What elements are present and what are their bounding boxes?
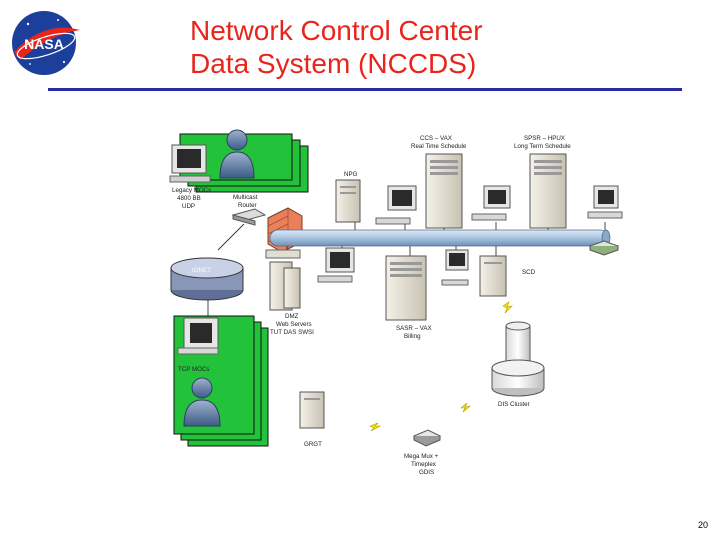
bus-router: [588, 240, 620, 256]
slide-title: Network Control Center Data System (NCCD…: [190, 14, 550, 80]
ccs-label-1: CCS – VAX: [420, 135, 452, 142]
ionet-label: IONET: [192, 267, 211, 274]
mega-mux-label-3: GDIS: [419, 469, 434, 476]
sasr-label-1: SASR – VAX: [396, 325, 432, 332]
spsr-label-1: SPSR – HPUX: [524, 135, 565, 142]
title-line-1: Network Control Center: [190, 15, 483, 46]
ionet-router: [170, 257, 244, 301]
mega-mux: [412, 429, 442, 447]
page-number: 20: [697, 520, 708, 530]
scd-server: [479, 255, 507, 297]
tcp-mocs-group: [173, 315, 269, 447]
dmz-label-1: DMZ: [285, 313, 299, 320]
tcp-mocs-label: TCP MOCs: [178, 366, 210, 373]
multicast-label-1: Multicast: [233, 194, 258, 201]
dmz-label-3: TUT DAS SWSI: [270, 329, 314, 336]
sasr-label-2: Billing: [404, 333, 421, 340]
grgt-server: [299, 391, 325, 429]
ccs-label-2: Real Time Schedule: [411, 143, 467, 150]
title-underline: [48, 88, 682, 91]
mega-mux-label-2: Timeplex: [411, 461, 437, 468]
workstation-right: [587, 185, 623, 219]
npg-server: [335, 179, 361, 223]
sasr-server: [385, 255, 427, 321]
dmz-label-2: Web Servers: [276, 321, 312, 328]
grgt-label: GRGT: [304, 441, 322, 448]
workstation-mid: [317, 247, 355, 283]
workstation-ccs: [471, 185, 511, 221]
legacy-mocs-label-2: 4800 BB: [177, 195, 201, 202]
title-line-2: Data System (NCCDS): [190, 48, 477, 79]
spsr-label-2: Long Term Schedule: [514, 143, 571, 150]
nasa-logo-text: NASA: [24, 36, 64, 52]
scd-label: SCD: [522, 269, 536, 276]
legacy-mocs-label-3: UDP: [182, 203, 195, 210]
ccs-server: [425, 153, 463, 229]
backbone-bus: [269, 229, 611, 247]
dis-label: DIS Cluster: [498, 401, 530, 408]
mega-mux-label-1: Mega Mux +: [404, 453, 439, 460]
dis-cluster: [491, 321, 545, 397]
legacy-mocs-group: [169, 129, 309, 193]
nasa-logo: NASA: [12, 11, 80, 75]
workstation-sasr: [441, 249, 469, 286]
legacy-mocs-label-1: Legacy MOCs: [172, 187, 211, 194]
npg-label: NPG: [344, 171, 358, 178]
spsr-server: [529, 153, 567, 229]
multicast-router: [231, 208, 267, 226]
multicast-label-2: Router: [238, 202, 257, 209]
workstation-npg: [375, 185, 417, 225]
dmz-servers: [265, 249, 301, 311]
wireless-link-bolts: [369, 301, 513, 432]
